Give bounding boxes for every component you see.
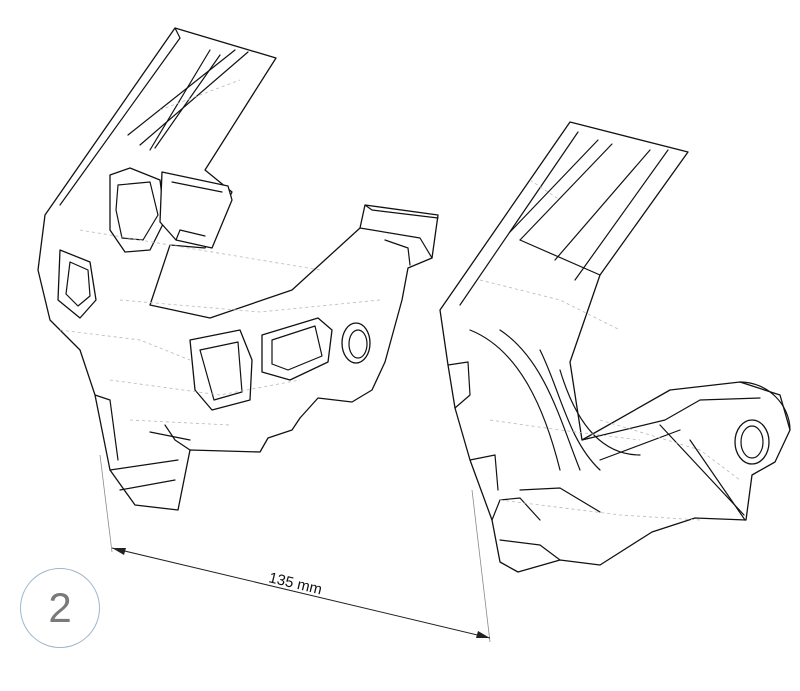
bolt-hole	[341, 322, 371, 364]
dimension-line	[111, 547, 491, 639]
step-number-badge: 2	[20, 568, 100, 648]
extension-line-left	[99, 454, 113, 553]
step-number: 2	[48, 584, 72, 631]
dimension-arrow-left	[112, 548, 126, 555]
extension-line-right	[471, 489, 491, 643]
dimension-arrow-right	[476, 631, 490, 638]
left-bracket-part	[37, 27, 439, 511]
right-bracket-part	[439, 121, 791, 573]
dimension-label: 135 mm	[267, 569, 324, 598]
